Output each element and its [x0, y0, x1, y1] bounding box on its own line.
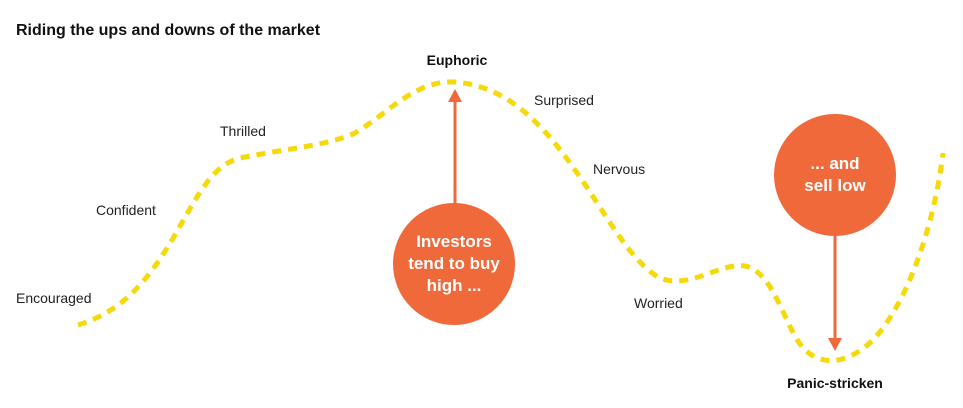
stage-label-surprised: Surprised	[534, 92, 594, 108]
stage-label-worried: Worried	[634, 295, 683, 311]
page-title: Riding the ups and downs of the market	[16, 22, 321, 39]
sell-low-arrowhead-icon	[828, 338, 842, 351]
stage-label-encouraged: Encouraged	[16, 290, 92, 306]
buy-high-callout: Investors tend to buy high ...	[393, 203, 515, 325]
market-curve	[77, 79, 946, 364]
sell-low-callout: ... and sell low	[774, 114, 896, 236]
buy-high-arrowhead-icon	[448, 89, 462, 102]
stage-label-nervous: Nervous	[593, 161, 645, 177]
stage-label-confident: Confident	[96, 202, 156, 218]
stage-label-panic-stricken: Panic-stricken	[787, 375, 883, 391]
stage-label-thrilled: Thrilled	[220, 123, 266, 139]
sell-low-callout-text: ... and sell low	[804, 154, 866, 195]
buy-high-callout-text: Investors tend to buy high ...	[408, 232, 500, 295]
stage-label-euphoric: Euphoric	[427, 52, 488, 68]
